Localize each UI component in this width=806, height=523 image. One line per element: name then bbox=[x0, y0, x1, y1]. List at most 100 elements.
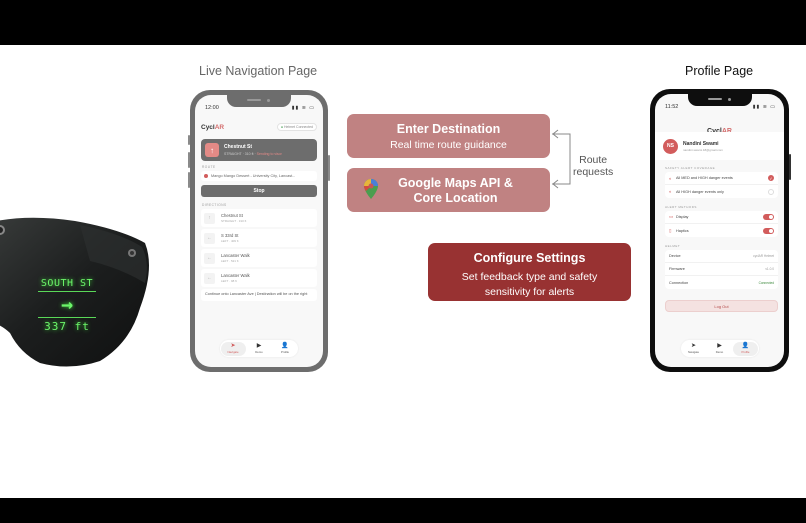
current-meta: STRAIGHT · 310 ft · Sending to visor bbox=[224, 152, 282, 156]
bottom-tab-bar: ➤Navigate ▶Demo 👤Profile bbox=[220, 340, 298, 357]
straight-arrow-icon: ↑ bbox=[204, 212, 215, 224]
play-icon: ▶ bbox=[256, 343, 262, 349]
user-email: nandini.swami.18@gmail.com bbox=[683, 147, 723, 152]
tab-demo[interactable]: ▶Demo bbox=[715, 343, 724, 354]
helmet-connected-badge: ● Helmet Connected bbox=[276, 123, 317, 131]
status-icons: ▮▮ ≋ ▭ bbox=[291, 105, 315, 111]
current-instruction-card: ↑ Chestnut St STRAIGHT · 310 ft · Sendin… bbox=[201, 139, 317, 161]
live-navigation-page-label: Live Navigation Page bbox=[199, 64, 318, 78]
app-logo: CyclAR bbox=[707, 128, 732, 135]
bottom-letterbox-bar bbox=[0, 498, 806, 523]
phone-power-button bbox=[789, 154, 791, 180]
radio-unselected[interactable] bbox=[768, 188, 774, 195]
danger-icon: ◐ bbox=[669, 189, 672, 194]
helmet-connection-row: Connection Connected bbox=[669, 280, 774, 285]
display-toggle[interactable] bbox=[763, 214, 774, 220]
alert-methods-group: ▭ Display ▯ Haptics bbox=[665, 211, 778, 237]
google-maps-pin-icon bbox=[364, 179, 378, 199]
person-icon: 👤 bbox=[281, 343, 289, 349]
route-requests-connector bbox=[552, 129, 571, 189]
google-maps-title-line2: Core Location bbox=[413, 191, 498, 205]
profile-header: CyclAR bbox=[655, 120, 784, 138]
safety-option-med-high[interactable]: ◐ All MED and HIGH danger events ✓ bbox=[665, 172, 778, 185]
profile-screen: 11:52 ▮▮ ≋ ▭ CyclAR NS Nandini Swami nan… bbox=[655, 94, 784, 367]
play-icon: ▶ bbox=[717, 343, 722, 349]
configure-settings-box: Configure Settings Set feedback type and… bbox=[428, 243, 631, 301]
safety-alert-coverage-label: SAFETY ALERT COVERAGE bbox=[665, 166, 716, 170]
connected-dot-icon: ● bbox=[280, 125, 284, 129]
danger-icon: ◐ bbox=[669, 175, 672, 181]
tab-demo[interactable]: ▶Demo bbox=[255, 343, 263, 354]
profile-page-label: Profile Page bbox=[685, 64, 754, 78]
status-icons: ▮▮ ≋ ▭ bbox=[752, 104, 776, 110]
helmet-firmware-row: Firmware v1.0.0 bbox=[665, 263, 778, 276]
phone-notch bbox=[227, 95, 291, 107]
enter-destination-subtitle: Real time route guidance bbox=[390, 139, 507, 151]
helmet-device-row: Device cyclAR Helmet bbox=[665, 250, 778, 263]
helmet-section-label: HELMET bbox=[665, 244, 681, 248]
phone-volume-up-button bbox=[188, 152, 190, 168]
hud-distance: 337 ft bbox=[44, 320, 90, 333]
nav-header: CyclAR ● Helmet Connected bbox=[201, 123, 317, 131]
route-field[interactable]: Mango Mango Dessert - University City, L… bbox=[201, 171, 317, 181]
status-time: 12:00 bbox=[205, 105, 219, 111]
phone-side-button bbox=[188, 135, 190, 145]
safety-option-high-only[interactable]: ◐ All HIGH danger events only bbox=[665, 185, 778, 198]
tab-profile[interactable]: 👤Profile bbox=[733, 341, 758, 356]
hud-display: SOUTH ST → 337 ft bbox=[38, 278, 96, 333]
tab-navigate[interactable]: ➤Navigate bbox=[687, 343, 700, 354]
alert-method-haptics: ▯ Haptics bbox=[665, 224, 778, 237]
avatar: NS bbox=[663, 138, 678, 154]
tab-profile[interactable]: 👤Profile bbox=[281, 343, 289, 354]
route-requests-label: Route requests bbox=[573, 154, 614, 178]
haptics-icon: ▯ bbox=[669, 227, 672, 233]
haptics-toggle[interactable] bbox=[763, 227, 774, 234]
location-pin-icon bbox=[204, 174, 208, 178]
helmet-info-group: Device cyclAR Helmet Firmware v1.0.0 Con… bbox=[665, 250, 778, 289]
enter-destination-box: Enter Destination Real time route guidan… bbox=[347, 114, 550, 158]
nav-screen: 12:00 ▮▮ ≋ ▭ CyclAR ● Helmet Connected ↑… bbox=[195, 95, 323, 367]
left-arrow-icon: ← bbox=[204, 252, 215, 264]
status-bar: 12:00 ▮▮ ≋ ▭ bbox=[205, 105, 315, 113]
person-icon: 👤 bbox=[741, 343, 750, 349]
configure-settings-subtitle-line2: sensitivity for alerts bbox=[484, 286, 575, 298]
live-navigation-phone: 12:00 ▮▮ ≋ ▭ CyclAR ● Helmet Connected ↑… bbox=[188, 90, 330, 372]
status-time: 11:52 bbox=[665, 104, 679, 110]
user-name: Nandini Swami bbox=[683, 140, 719, 147]
connection-status: Connected bbox=[758, 280, 774, 285]
up-arrow-icon: ↑ bbox=[205, 143, 219, 157]
navigate-arrow-icon: ➤ bbox=[230, 343, 236, 349]
radio-selected-check-icon[interactable]: ✓ bbox=[768, 175, 774, 181]
configure-settings-title: Configure Settings bbox=[473, 251, 586, 265]
configure-settings-subtitle-line1: Set feedback type and safety bbox=[461, 271, 598, 283]
hud-right-arrow-icon: → bbox=[38, 292, 96, 318]
helmet-visor-image bbox=[0, 217, 149, 367]
alert-method-display: ▭ Display bbox=[665, 211, 778, 224]
alert-methods-label: ALERT METHODS bbox=[665, 205, 697, 209]
google-maps-title-line1: Google Maps API & bbox=[398, 176, 513, 190]
safety-options-group: ◐ All MED and HIGH danger events ✓ ◐ All… bbox=[665, 172, 778, 198]
user-card: NS Nandini Swami nandini.swami.18@gmail.… bbox=[655, 132, 784, 160]
google-maps-box: Google Maps API & Core Location bbox=[347, 168, 550, 212]
phone-power-button bbox=[328, 155, 330, 181]
phone-volume-down-button bbox=[188, 172, 190, 188]
route-section-label: ROUTE bbox=[202, 165, 216, 169]
hud-street-name: SOUTH ST bbox=[38, 278, 96, 292]
directions-section-label: DIRECTIONS bbox=[202, 203, 227, 207]
log-out-button[interactable]: Log Out bbox=[665, 300, 778, 312]
stop-button[interactable]: Stop bbox=[201, 185, 317, 197]
bottom-tab-bar: ➤Navigate ▶Demo 👤Profile bbox=[680, 340, 759, 357]
tab-navigate[interactable]: ➤Navigate bbox=[220, 341, 246, 356]
continue-instruction: Continue onto Lancaster Ave | Destinatio… bbox=[201, 289, 317, 301]
top-letterbox-bar bbox=[0, 0, 806, 45]
phone-notch bbox=[687, 94, 752, 106]
enter-destination-title: Enter Destination bbox=[396, 122, 501, 136]
current-street: Chestnut St bbox=[224, 144, 253, 150]
display-icon: ▭ bbox=[669, 214, 674, 219]
navigate-arrow-icon: ➤ bbox=[690, 343, 697, 349]
